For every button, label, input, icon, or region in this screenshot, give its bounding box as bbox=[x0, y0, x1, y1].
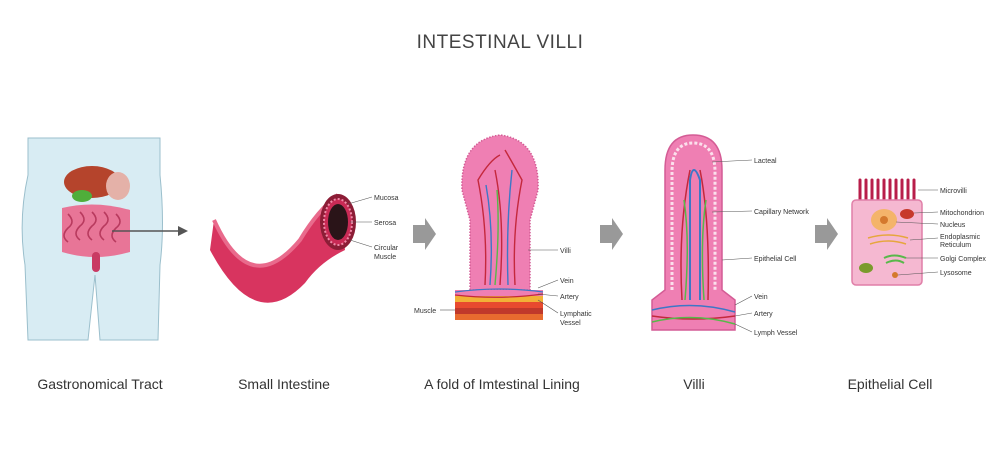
epithelial-cell bbox=[851, 178, 923, 286]
page-title: INTESTINAL VILLI bbox=[416, 32, 584, 53]
label-capillary: Capillary Network bbox=[754, 209, 809, 216]
microvilli bbox=[858, 178, 916, 202]
intestinal-fold bbox=[454, 134, 544, 320]
label-villi: Villi bbox=[560, 248, 571, 255]
label-muscle: Muscle bbox=[374, 254, 396, 261]
small-intestine-leaders bbox=[347, 196, 373, 248]
digestive-organs bbox=[62, 166, 130, 272]
label-circular: Circular bbox=[374, 245, 399, 252]
pointer-arrow bbox=[112, 226, 188, 236]
label-fold-artery: Artery bbox=[560, 294, 579, 301]
arrow-1 bbox=[413, 218, 436, 250]
label-er-1: Endoplasmic bbox=[940, 234, 981, 241]
label-serosa: Serosa bbox=[374, 220, 396, 227]
label-lymphatic: Lymphatic bbox=[560, 311, 592, 318]
label-nucleus: Nucleus bbox=[940, 222, 966, 229]
panel-label-fold: A fold of Imtestinal Lining bbox=[424, 376, 580, 392]
villus bbox=[651, 134, 736, 331]
label-er-2: Reticulum bbox=[940, 242, 971, 249]
fold-leaders bbox=[440, 249, 559, 314]
label-fold-muscle: Muscle bbox=[414, 308, 436, 315]
label-epithelial: Epithelial Cell bbox=[754, 256, 797, 263]
label-villi-vein: Vein bbox=[754, 294, 768, 301]
label-golgi: Golgi Complex bbox=[940, 256, 986, 263]
label-lacteal: Lacteal bbox=[754, 158, 777, 165]
label-lymph: Lymph Vessel bbox=[754, 330, 798, 337]
arrow-3 bbox=[815, 218, 838, 250]
label-lysosome: Lysosome bbox=[940, 270, 972, 277]
label-mucosa: Mucosa bbox=[374, 195, 399, 202]
panel-label-small-intestine: Small Intestine bbox=[238, 376, 330, 392]
cell-leaders bbox=[895, 189, 939, 276]
panel-label-villi: Villi bbox=[683, 376, 705, 392]
arrow-2 bbox=[600, 218, 623, 250]
small-intestine-tube bbox=[210, 193, 356, 303]
label-vessel: Vessel bbox=[560, 320, 581, 327]
panel-label-gastro: Gastronomical Tract bbox=[37, 376, 163, 392]
panel-label-epithelial-cell: Epithelial Cell bbox=[847, 376, 933, 392]
villi-leaders bbox=[711, 159, 753, 333]
label-villi-artery: Artery bbox=[754, 311, 773, 318]
label-mitochondrion: Mitochondrion bbox=[940, 210, 984, 217]
label-microvilli: Microvilli bbox=[940, 188, 967, 195]
label-fold-vein: Vein bbox=[560, 278, 574, 285]
